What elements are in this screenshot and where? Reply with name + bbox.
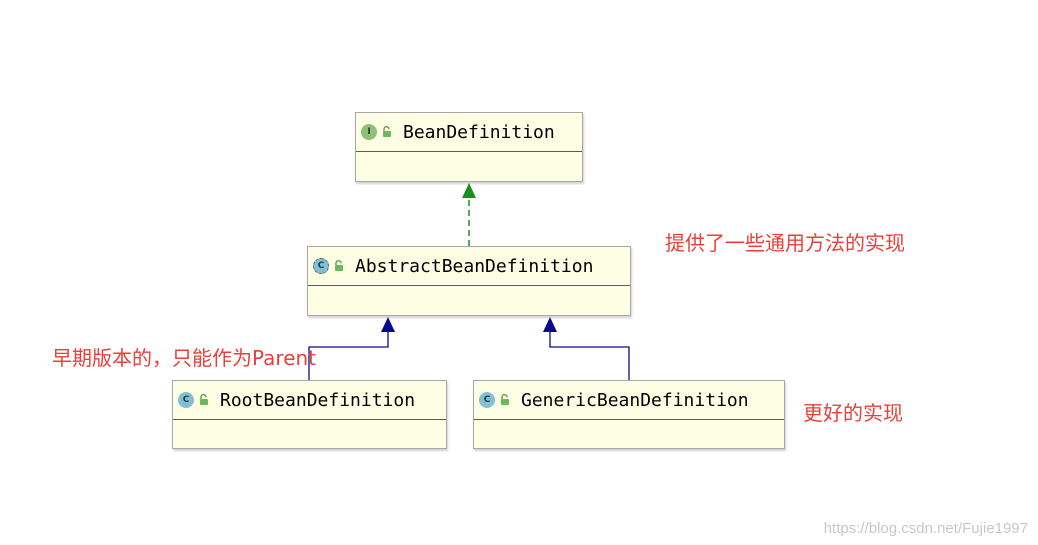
class-box-generic-bean-definition[interactable]: C GenericBeanDefinition	[473, 380, 785, 449]
unlock-icon	[383, 126, 391, 137]
unlock-icon	[335, 260, 343, 271]
class-name: RootBeanDefinition	[220, 389, 416, 411]
root-annotation: 早期版本的，只能作为Parent	[52, 346, 317, 370]
class-box-root-bean-definition[interactable]: C RootBeanDefinition	[172, 380, 447, 449]
abstract-annotation: 提供了一些通用方法的实现	[665, 231, 905, 255]
class-icon: C	[178, 392, 194, 408]
implements-arrowhead	[462, 183, 476, 198]
class-box-bean-definition[interactable]: I BeanDefinition	[355, 112, 583, 182]
class-box-abstract-bean-definition[interactable]: C AbstractBeanDefinition	[307, 246, 631, 316]
generic-annotation: 更好的实现	[803, 401, 903, 425]
abstract-class-icon: C	[313, 258, 329, 274]
class-name: GenericBeanDefinition	[521, 389, 749, 411]
class-header: C AbstractBeanDefinition	[308, 247, 630, 286]
extends-edge-root	[308, 330, 389, 380]
class-header: C RootBeanDefinition	[173, 381, 446, 420]
class-name: BeanDefinition	[403, 121, 555, 143]
unlock-icon	[200, 394, 208, 405]
class-header: C GenericBeanDefinition	[474, 381, 784, 420]
interface-icon: I	[361, 124, 377, 140]
class-name: AbstractBeanDefinition	[355, 255, 594, 277]
extends-edge-generic	[549, 330, 630, 380]
watermark: https://blog.csdn.net/Fujie1997	[823, 520, 1028, 537]
class-icon: C	[479, 392, 495, 408]
unlock-icon	[501, 394, 509, 405]
extends-arrowhead-root	[381, 317, 395, 332]
extends-arrowhead-generic	[543, 317, 557, 332]
class-header: I BeanDefinition	[356, 113, 582, 152]
